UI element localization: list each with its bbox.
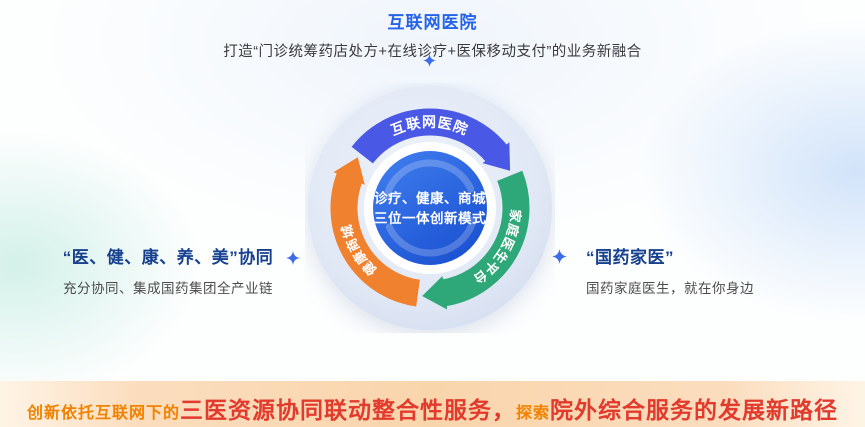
callout-left: “医、健、康、养、美”协同 充分协同、集成国药集团全产业链 bbox=[52, 243, 284, 297]
center-text-line2: 三位一体创新模式 bbox=[374, 210, 486, 226]
cycle-diagram: 互联网医院 家庭医生平台 健康商城 诊疗、健康、商城 三位一体创新模式 bbox=[305, 83, 555, 333]
arc-internet-hospital bbox=[351, 108, 511, 171]
sparkle-icon bbox=[552, 249, 567, 264]
center-swirl-arrow bbox=[385, 216, 477, 257]
callout-right-title: “国药家医” bbox=[586, 248, 674, 267]
bottom-banner: 创新依托互联网下的三医资源协同联动整合性服务，探索院外综合服务的发展新路径 bbox=[0, 381, 865, 427]
center-text-line1: 诊疗、健康、商城 bbox=[374, 190, 486, 206]
sparkle-icon bbox=[423, 54, 436, 67]
center-circle bbox=[373, 151, 487, 265]
callout-right-subtitle: 国药家庭医生，就在你身边 bbox=[586, 281, 754, 296]
banner-segment-3: 探索 bbox=[516, 405, 551, 422]
bottom-banner-text: 创新依托互联网下的三医资源协同联动整合性服务，探索院外综合服务的发展新路径 bbox=[27, 391, 838, 425]
banner-segment-4: 院外综合服务的发展新路径 bbox=[550, 397, 839, 423]
banner-segment-1: 创新依托互联网下的 bbox=[26, 405, 180, 422]
callout-left-title: “医、健、康、养、美”协同 bbox=[62, 248, 274, 267]
arc-health-mall bbox=[330, 157, 421, 307]
sparkle-icon bbox=[423, 54, 436, 67]
arc-family-doctor-platform bbox=[422, 170, 530, 310]
center-swirl-arrow bbox=[383, 159, 475, 200]
sparkle-icon bbox=[552, 249, 567, 264]
header: 互联网医院 打造“门诊统筹药店处方+在线诊疗+医保移动支付”的业务新融合 bbox=[0, 8, 865, 61]
cycle-diagram-svg: 互联网医院 家庭医生平台 健康商城 诊疗、健康、商城 三位一体创新模式 bbox=[308, 86, 552, 330]
banner-segment-2: 三医资源协同联动整合性服务， bbox=[180, 397, 516, 423]
page-title: 互联网医院 bbox=[387, 13, 478, 32]
sparkle-icon bbox=[286, 251, 300, 265]
callout-left-subtitle: 充分协同、集成国药集团全产业链 bbox=[63, 281, 273, 296]
sparkle-icon bbox=[286, 251, 300, 265]
page-subtitle: 打造“门诊统筹药店处方+在线诊疗+医保移动支付”的业务新融合 bbox=[223, 44, 642, 60]
callout-right: “国药家医” 国药家庭医生，就在你身边 bbox=[586, 243, 826, 297]
